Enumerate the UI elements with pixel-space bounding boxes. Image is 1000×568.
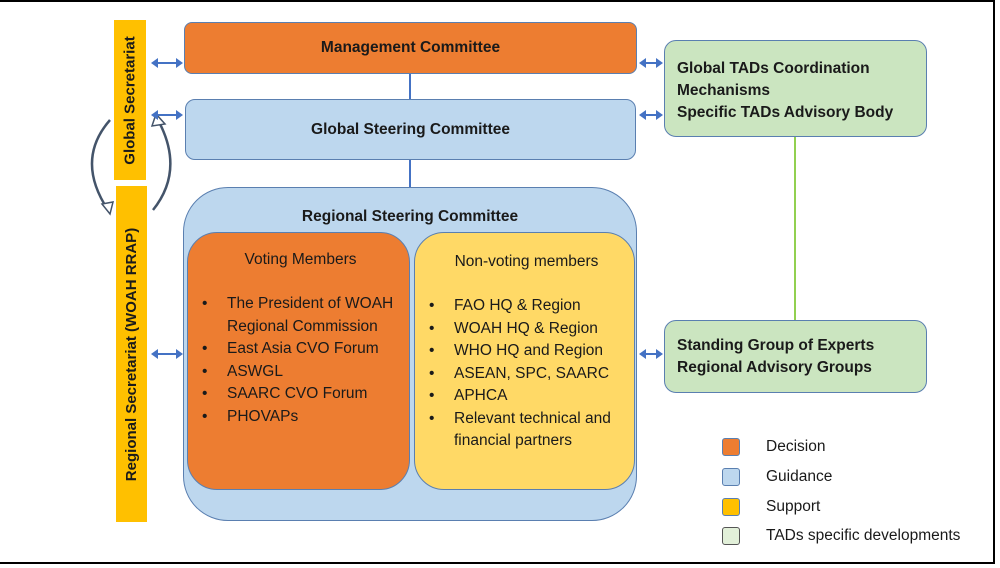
double-arrow-icon <box>639 58 663 68</box>
global-tads-coordination-label: Global TADs Coordination Mechanisms <box>677 60 870 99</box>
legend-swatch <box>722 527 740 545</box>
legend-label: TADs specific developments <box>766 527 961 544</box>
list-item: The President of WOAH Regional Commissio… <box>202 293 399 338</box>
connector-line <box>409 74 411 99</box>
list-item: ASEAN, SPC, SAARC <box>429 363 624 386</box>
legend-swatch <box>722 438 740 456</box>
list-item: WHO HQ and Region <box>429 340 624 363</box>
regional-steering-committee-label: Regional Steering Committee <box>301 208 519 225</box>
double-arrow-icon <box>639 110 663 120</box>
non-voting-members-box: Non-voting members FAO HQ & Region WOAH … <box>414 232 635 490</box>
regional-tads-box: Standing Group of Experts Regional Advis… <box>664 320 927 393</box>
list-item: Relevant technical and financial partner… <box>429 408 624 453</box>
cycle-arrows-icon <box>90 112 172 216</box>
legend-item-support: Support <box>722 498 820 516</box>
voting-members-title: Voting Members <box>244 251 357 268</box>
regional-secretariat-bar: Regional Secretariat (WOAH RRAP) <box>116 186 147 522</box>
non-voting-members-list: FAO HQ & Region WOAH HQ & Region WHO HQ … <box>429 295 624 453</box>
list-item: ASWGL <box>202 361 399 384</box>
list-item: East Asia CVO Forum <box>202 338 399 361</box>
regional-advisory-label: Regional Advisory Groups <box>677 359 872 376</box>
management-committee-box: Management Committee <box>184 22 637 74</box>
connector-line <box>409 160 411 187</box>
legend-item-decision: Decision <box>722 438 825 456</box>
global-tads-box: Global TADs Coordination Mechanisms Spec… <box>664 40 927 137</box>
double-arrow-icon <box>639 349 663 359</box>
legend-swatch <box>722 468 740 486</box>
non-voting-members-title: Non-voting members <box>454 253 599 270</box>
voting-members-box: Voting Members The President of WOAH Reg… <box>187 232 410 490</box>
legend-swatch <box>722 498 740 516</box>
voting-members-list: The President of WOAH Regional Commissio… <box>202 293 399 428</box>
double-arrow-icon <box>151 58 183 68</box>
global-steering-committee-box: Global Steering Committee <box>185 99 636 160</box>
double-arrow-icon <box>151 110 183 120</box>
legend-label: Guidance <box>766 468 833 485</box>
global-secretariat-bar: Global Secretariat <box>114 20 146 180</box>
legend-item-guidance: Guidance <box>722 468 832 486</box>
regional-secretariat-label: Regional Secretariat (WOAH RRAP) <box>123 227 140 481</box>
global-steering-committee-label: Global Steering Committee <box>311 120 510 138</box>
list-item: PHOVAPs <box>202 406 399 429</box>
double-arrow-icon <box>151 349 183 359</box>
list-item: WOAH HQ & Region <box>429 318 624 341</box>
standing-group-label: Standing Group of Experts <box>677 337 875 354</box>
legend-label: Decision <box>766 438 826 455</box>
green-connector-line <box>794 137 796 320</box>
list-item: FAO HQ & Region <box>429 295 624 318</box>
list-item: SAARC CVO Forum <box>202 383 399 406</box>
management-committee-label: Management Committee <box>320 39 501 56</box>
legend-label: Support <box>766 498 821 515</box>
list-item: APHCA <box>429 385 624 408</box>
legend-item-tads: TADs specific developments <box>722 527 960 545</box>
specific-tads-advisory-label: Specific TADs Advisory Body <box>677 104 894 121</box>
